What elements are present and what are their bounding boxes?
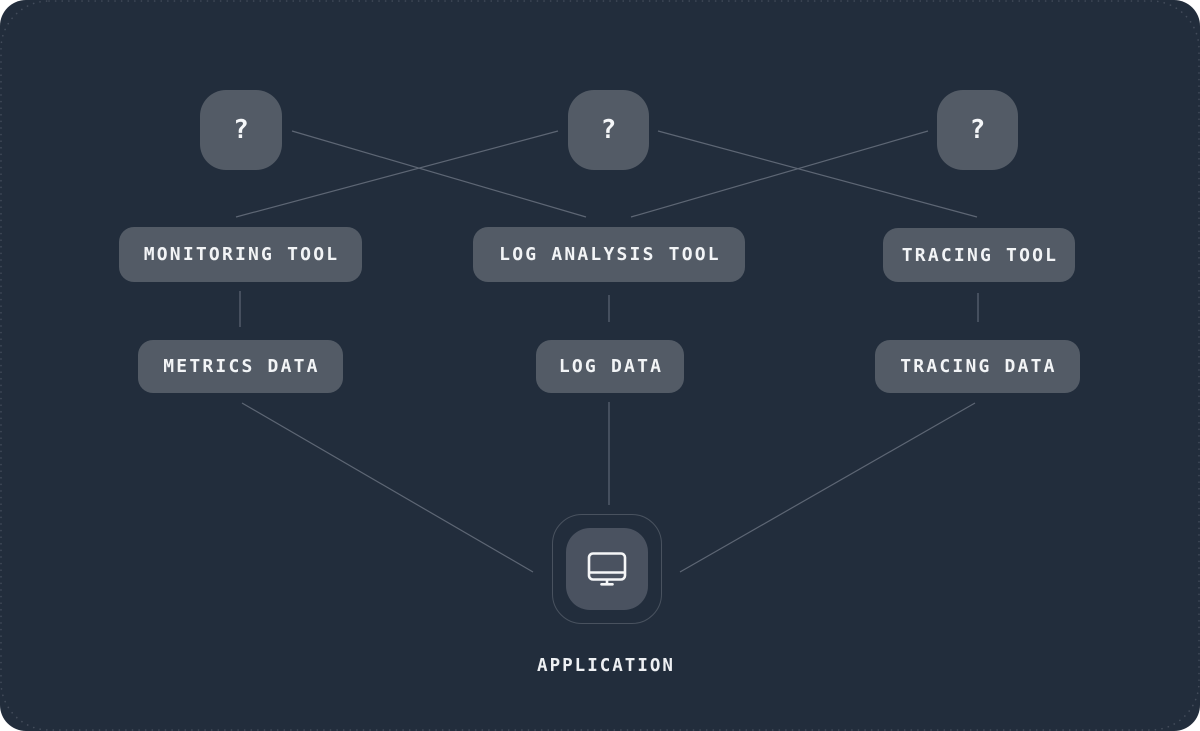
unknown-2-label: ? xyxy=(600,115,617,145)
metrics-data-label: METRICS DATA xyxy=(163,356,320,377)
node-tracing-data[interactable]: TRACING DATA xyxy=(875,340,1080,393)
tracing-tool-label: TRACING TOOL xyxy=(901,244,1059,266)
edge-unknown1-loganalysis xyxy=(291,130,587,218)
edge-metrics-application xyxy=(241,402,534,573)
edge-unknown3-loganalysis xyxy=(630,130,929,218)
application-label: APPLICATION xyxy=(537,656,675,676)
tracing-data-label: TRACING DATA xyxy=(900,356,1057,377)
monitoring-tool-label: MONITORING TOOL xyxy=(143,244,340,265)
node-metrics-data[interactable]: METRICS DATA xyxy=(138,340,343,393)
unknown-1-label: ? xyxy=(233,115,249,145)
log-analysis-tool-label: LOG ANALYSIS TOOL xyxy=(499,244,721,265)
edge-unknown2-monitoring xyxy=(235,130,559,218)
node-monitoring-tool[interactable]: MONITORING TOOL xyxy=(119,227,362,282)
application-icon-box xyxy=(566,528,648,610)
node-application[interactable] xyxy=(552,514,662,624)
node-unknown-1[interactable]: ? xyxy=(200,90,282,170)
node-log-analysis-tool[interactable]: LOG ANALYSIS TOOL xyxy=(473,227,745,282)
unknown-3-label: ? xyxy=(969,115,986,145)
node-unknown-3[interactable]: ? xyxy=(937,90,1018,170)
node-tracing-tool[interactable]: TRACING TOOL xyxy=(883,228,1075,282)
node-log-data[interactable]: LOG DATA xyxy=(536,340,684,393)
monitor-icon xyxy=(587,552,627,586)
edge-unknown2-tracingtool xyxy=(657,130,978,218)
log-data-label: LOG DATA xyxy=(558,356,664,377)
edge-tracingdata-application xyxy=(679,402,976,573)
node-unknown-2[interactable]: ? xyxy=(568,90,649,170)
